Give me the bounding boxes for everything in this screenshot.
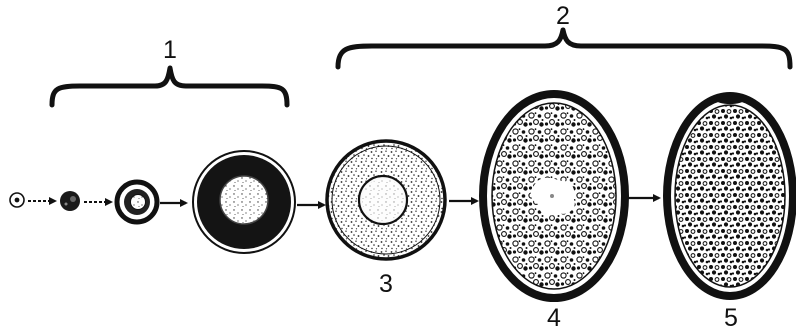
group-label-1: 1 <box>163 36 177 64</box>
stage-label-3: 3 <box>379 270 393 298</box>
stage-label-4: 4 <box>547 304 561 329</box>
brace-group-1 <box>52 68 287 105</box>
cell-previtellogenic-small <box>117 182 157 222</box>
group-label-2: 2 <box>556 2 570 30</box>
stage-5-oocyte <box>667 96 793 296</box>
stage-3-oocyte <box>327 141 445 259</box>
stage-label-5: 5 <box>724 304 738 329</box>
stage-4-oocyte <box>483 94 625 298</box>
brace-group-2 <box>338 30 790 67</box>
cell-previtellogenic-large <box>193 151 295 253</box>
cell-early-oocyte <box>60 191 80 211</box>
cell-oogonium <box>10 193 24 207</box>
